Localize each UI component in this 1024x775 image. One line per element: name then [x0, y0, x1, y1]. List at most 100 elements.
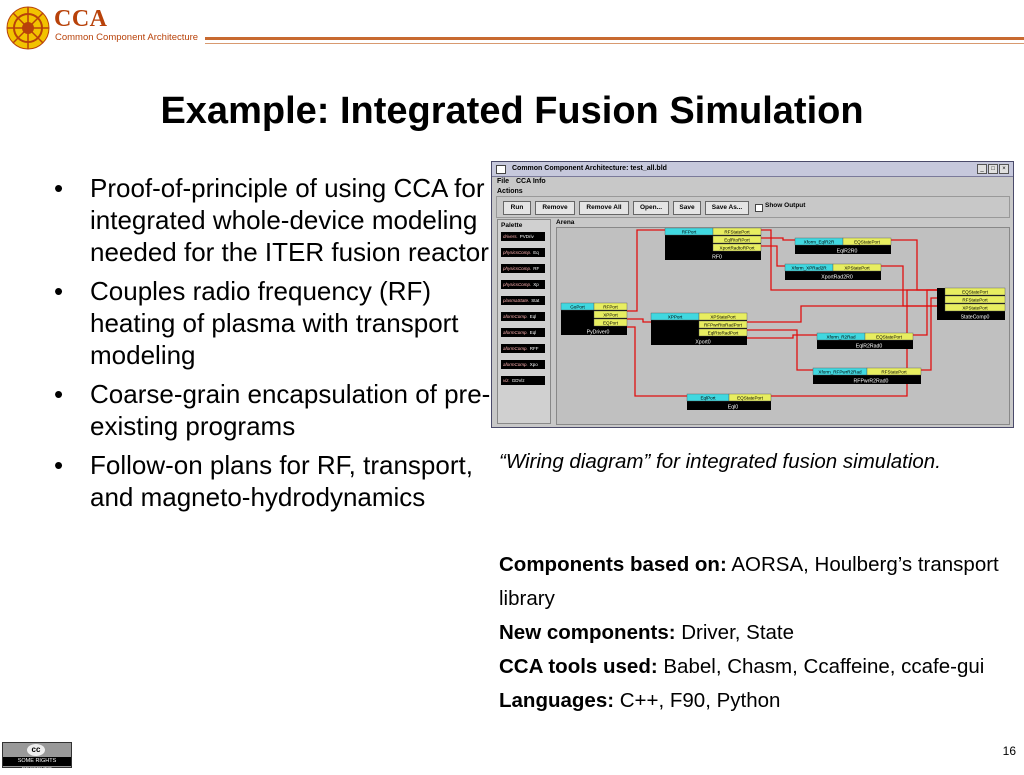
- connection-wire[interactable]: [913, 289, 937, 336]
- components-label: Components based on:: [499, 553, 727, 576]
- info-block: Components based on: AORSA, Houlberg’s t…: [499, 548, 999, 718]
- creative-commons-badge[interactable]: cc SOME RIGHTS RESERVED: [2, 742, 72, 773]
- components-value: AORSA, Houlberg’s transport library: [499, 553, 999, 610]
- palette-item[interactable]: drivers.PVDriv: [501, 232, 545, 241]
- cca-gui-window: Common Component Architecture: test_all.…: [491, 161, 1014, 428]
- palette-item[interactable]: aformComp.Xpo: [501, 360, 545, 369]
- connection-wire[interactable]: [891, 239, 937, 291]
- new-components-value: Driver, State: [675, 621, 795, 644]
- close-icon[interactable]: ×: [999, 164, 1009, 174]
- connection-wire[interactable]: [881, 265, 937, 307]
- palette-item-package: viz.: [503, 378, 510, 383]
- palette-item-package: physicsComp.: [503, 282, 532, 287]
- languages-value: C++, F90, Python: [614, 689, 781, 712]
- header-rule: [205, 37, 1024, 40]
- remove-all-button[interactable]: Remove All: [579, 201, 629, 215]
- menu-file[interactable]: File: [497, 178, 510, 185]
- provides-port-box[interactable]: [712, 243, 762, 252]
- uses-port-label: GoPort: [570, 305, 585, 310]
- provides-port-box[interactable]: [944, 287, 1006, 296]
- palette-item[interactable]: physicsComp.Eq: [501, 248, 545, 257]
- menu-bar: File CCA Info: [492, 177, 1013, 187]
- palette-item[interactable]: aformComp.Eql: [501, 312, 545, 321]
- component-name: EqlR2R0: [837, 249, 858, 255]
- palette-item-package: physicsComp.: [503, 266, 532, 271]
- logo-text: CCA: [54, 6, 108, 32]
- save-as-button[interactable]: Save As...: [705, 201, 749, 215]
- palette-item[interactable]: plasmaState.Stat: [501, 296, 545, 305]
- provides-port-box[interactable]: [593, 302, 628, 311]
- palette-item-name: Xp: [533, 282, 539, 287]
- provides-port-box[interactable]: [712, 228, 762, 236]
- provides-port-box[interactable]: [698, 320, 748, 329]
- uses-port-label: Xform_EqlR2R: [804, 240, 835, 245]
- palette-item-package: aformComp.: [503, 314, 528, 319]
- connection-wire[interactable]: [627, 318, 651, 323]
- provides-port-box[interactable]: [728, 393, 772, 402]
- maximize-icon[interactable]: □: [988, 164, 998, 174]
- palette-item[interactable]: viz.GDViz: [501, 376, 545, 385]
- provides-port-box[interactable]: [712, 235, 762, 244]
- connection-wire[interactable]: [627, 229, 665, 312]
- palette-item-name: Eql: [529, 314, 537, 319]
- window-menu-icon[interactable]: [496, 165, 506, 174]
- provides-port-box[interactable]: [698, 312, 748, 321]
- provides-port-box[interactable]: [593, 310, 628, 319]
- provides-port-box[interactable]: [866, 367, 922, 376]
- cca-logo-icon: [6, 6, 50, 50]
- page-number: 16: [1002, 744, 1016, 758]
- connection-wire[interactable]: [761, 245, 785, 267]
- palette-item[interactable]: physicsComp.RF: [501, 264, 545, 273]
- provides-port-label: RFPwrRtoRadPort: [704, 323, 743, 328]
- connection-wire[interactable]: [921, 297, 937, 371]
- logo-subtitle: Common Component Architecture: [55, 32, 199, 43]
- component-name: XportRad2R0: [821, 275, 853, 281]
- save-button[interactable]: Save: [673, 201, 701, 215]
- remove-button[interactable]: Remove: [535, 201, 575, 215]
- run-button[interactable]: Run: [503, 201, 531, 215]
- provides-port-box[interactable]: [832, 263, 882, 272]
- connection-wire[interactable]: [761, 237, 795, 241]
- provides-port-box[interactable]: [593, 318, 628, 327]
- palette-item-name: RFF: [529, 346, 539, 351]
- tools-line: CCA tools used: Babel, Chasm, Ccaffeine,…: [499, 650, 999, 684]
- provides-port-box[interactable]: [698, 328, 748, 337]
- show-output-label: Show Output: [765, 202, 806, 209]
- connection-wire[interactable]: [761, 229, 937, 291]
- bullet-item: Follow-on plans for RF, transport, and m…: [54, 449, 494, 513]
- provides-port-box[interactable]: [944, 295, 1006, 304]
- connection-wire[interactable]: [747, 305, 937, 323]
- open-button[interactable]: Open...: [633, 201, 669, 215]
- connection-wire[interactable]: [747, 334, 817, 339]
- minimize-icon[interactable]: _: [977, 164, 987, 174]
- palette-item[interactable]: physicsComp.Xp: [501, 280, 545, 289]
- connection-wire[interactable]: [627, 326, 687, 397]
- window-title: Common Component Architecture: test_all.…: [512, 165, 667, 172]
- show-output-checkbox[interactable]: [755, 204, 763, 212]
- palette-item[interactable]: aformComp.Eql: [501, 328, 545, 337]
- palette-item-package: aformComp.: [503, 330, 528, 335]
- menu-cca-info[interactable]: CCA Info: [516, 178, 546, 185]
- uses-port-label: RFPort: [682, 230, 697, 235]
- palette-item[interactable]: aformComp.RFF: [501, 344, 545, 353]
- connection-wire[interactable]: [747, 329, 813, 371]
- provides-port-box[interactable]: [944, 303, 1006, 312]
- palette-item-package: drivers.: [503, 234, 518, 239]
- provides-port-box[interactable]: [864, 332, 914, 341]
- provides-port-label: XPStatePort: [844, 266, 870, 271]
- provides-port-box[interactable]: [842, 237, 892, 246]
- component-name: PyDriver0: [587, 330, 610, 336]
- component-StateComp0[interactable]: EQStatePortRFStatePortXPStatePortStateCo…: [937, 287, 1006, 321]
- uses-port-label: XPPort: [668, 315, 683, 320]
